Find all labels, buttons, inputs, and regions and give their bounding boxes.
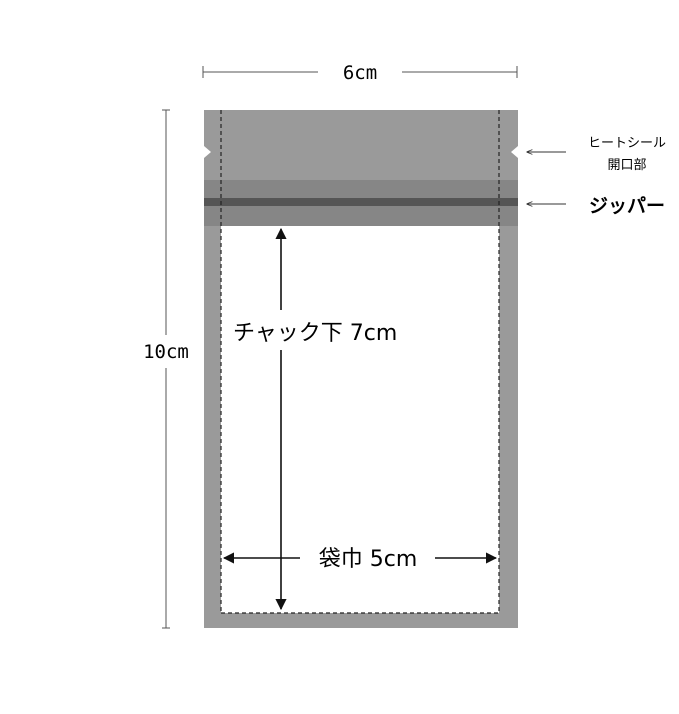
heat-seal-callout: ヒートシール 開口部 (527, 136, 666, 173)
zipper-line (204, 198, 518, 206)
bag-width-label: 袋巾 5cm (319, 547, 418, 572)
heat-seal-label-line2: 開口部 (607, 158, 646, 173)
width-label: 6cm (343, 62, 377, 84)
height-dimension: 10cm (143, 109, 189, 629)
zipper-callout: ジッパー (527, 195, 665, 217)
bag-width-dimension: 袋巾 5cm (222, 547, 498, 572)
height-label: 10cm (143, 341, 189, 363)
bag-inner-area (221, 226, 499, 613)
width-dimension: 6cm (202, 62, 518, 84)
below-zipper-label: チャック下 7cm (233, 321, 397, 346)
zipper-label: ジッパー (589, 195, 665, 217)
tear-notch-left (204, 146, 211, 158)
heat-seal-label-line1: ヒートシール (588, 136, 666, 151)
below-zipper-dimension: チャック下 7cm (233, 227, 397, 611)
tear-notch-right (511, 146, 518, 158)
bag (204, 110, 518, 628)
